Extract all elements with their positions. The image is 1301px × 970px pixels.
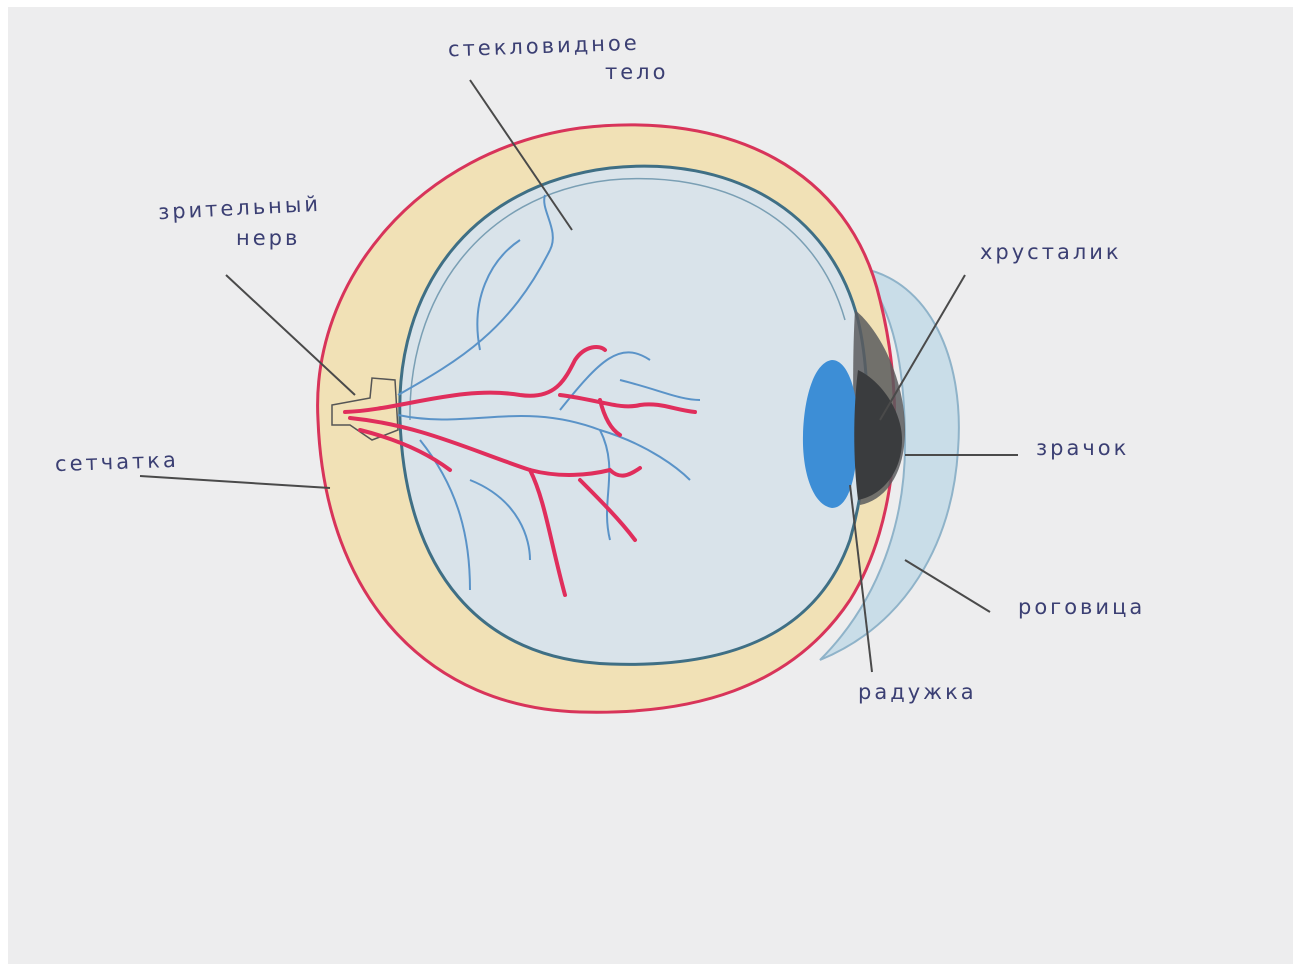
label-iris: радужка: [858, 680, 977, 704]
label-pupil: зрачок: [1036, 436, 1129, 460]
label-cornea: роговица: [1018, 595, 1145, 619]
label-retina: сетчатка: [55, 448, 180, 476]
label-lens: хрусталик: [980, 240, 1122, 264]
label-optic-nerve-line2: нерв: [236, 226, 300, 250]
label-vitreous-body-line2: тело: [605, 60, 668, 84]
